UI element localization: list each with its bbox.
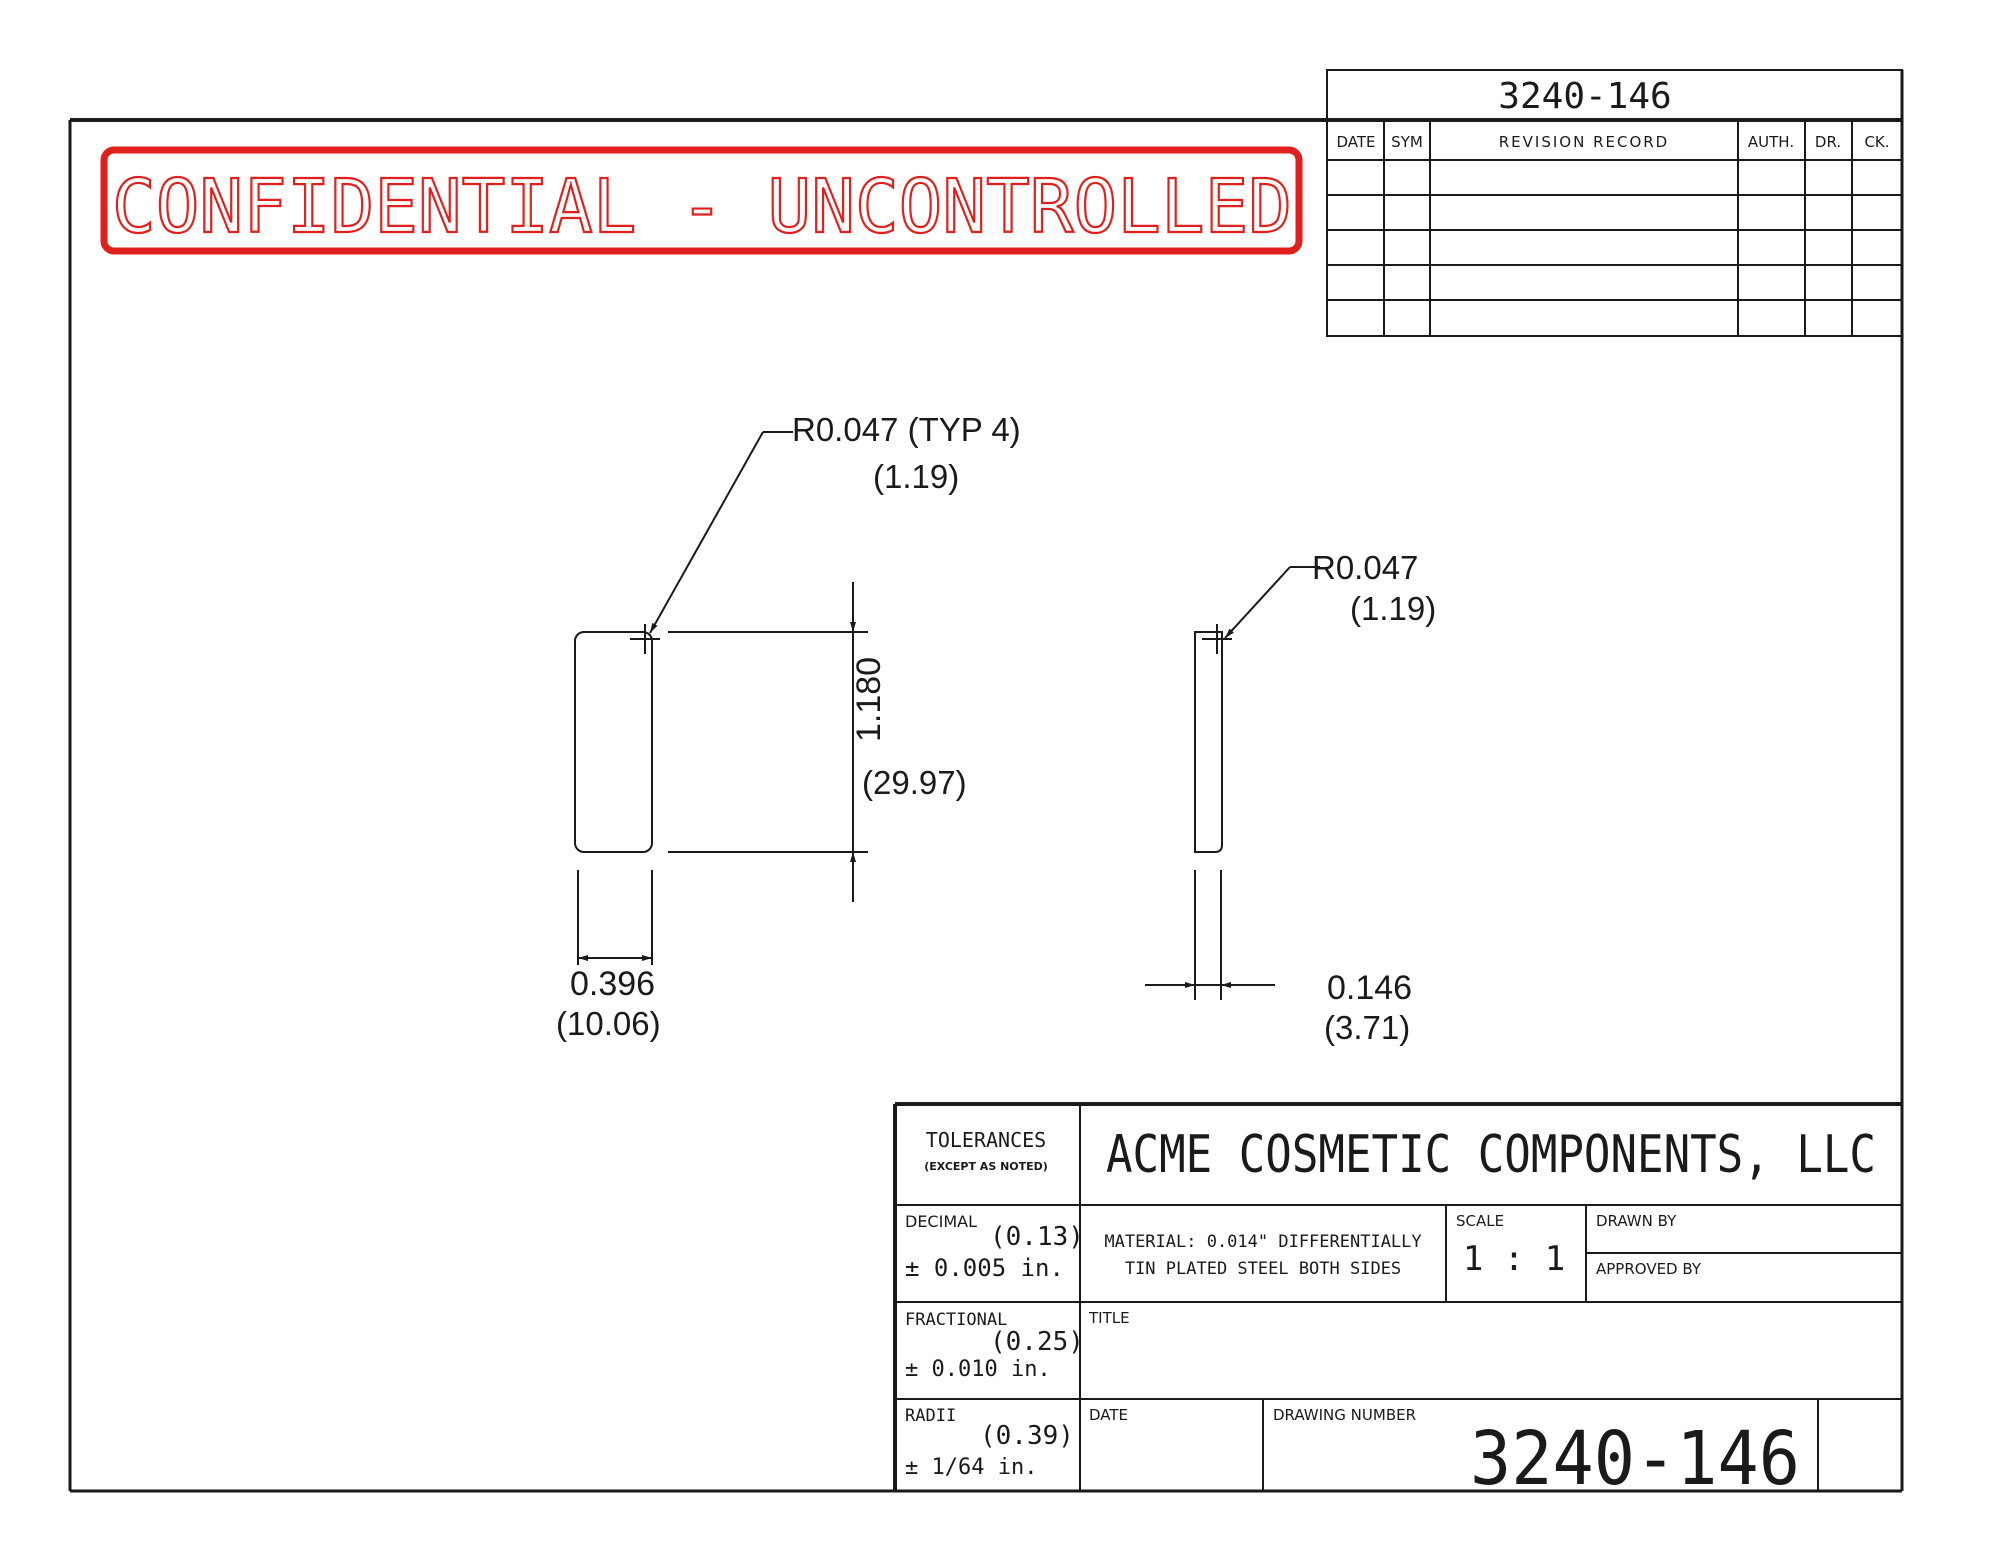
material-line-1: MATERIAL: 0.014" DIFFERENTIALLY <box>1104 1232 1421 1252</box>
rev-col-sym: SYM <box>1391 133 1423 151</box>
decimal-metric: (0.13) <box>990 1222 1084 1252</box>
approved-by-label: APPROVED BY <box>1596 1260 1702 1278</box>
rev-col-revision-record: REVISION RECORD <box>1499 133 1669 151</box>
side-radius-label: R0.047 <box>1312 549 1418 586</box>
side-view-part <box>1145 566 1320 1000</box>
fractional-label: FRACTIONAL <box>905 1310 1007 1330</box>
revision-record-table: DATE SYM REVISION RECORD AUTH. DR. CK. <box>1326 119 1903 337</box>
confidential-stamp: CONFIDENTIAL - UNCONTROLLED <box>100 146 1303 255</box>
rev-col-auth: AUTH. <box>1748 133 1794 151</box>
decimal-value: ± 0.005 in. <box>905 1254 1064 1282</box>
rev-col-date: DATE <box>1336 133 1375 151</box>
front-width-metric: (10.06) <box>556 1005 661 1042</box>
front-height-metric: (29.97) <box>862 764 967 801</box>
drawing-number: 3240-146 <box>1470 1416 1800 1502</box>
side-radius-metric: (1.19) <box>1350 590 1436 627</box>
decimal-label: DECIMAL <box>905 1212 977 1231</box>
company-name: ACME COSMETIC COMPONENTS, LLC <box>1106 1125 1876 1185</box>
side-thickness-label: 0.146 <box>1327 969 1412 1007</box>
scale-value: 1 : 1 <box>1463 1239 1565 1279</box>
tolerances-note: (EXCEPT AS NOTED) <box>924 1160 1048 1173</box>
scale-label: SCALE <box>1456 1212 1504 1230</box>
drawn-by-label: DRAWN BY <box>1596 1212 1677 1230</box>
radii-label: RADII <box>905 1406 956 1426</box>
fractional-metric: (0.25) <box>990 1327 1084 1357</box>
tolerances-label: TOLERANCES <box>926 1128 1046 1152</box>
title-block: TOLERANCES (EXCEPT AS NOTED) ACME COSMET… <box>893 1102 1902 1502</box>
side-thickness-metric: (3.71) <box>1324 1009 1410 1046</box>
front-radius-label: R0.047 (TYP 4) <box>792 411 1021 448</box>
rev-col-dr: DR. <box>1815 133 1841 151</box>
confidential-stamp-text: CONFIDENTIAL - UNCONTROLLED <box>112 164 1292 250</box>
fractional-value: ± 0.010 in. <box>905 1357 1051 1382</box>
title-label: TITLE <box>1088 1309 1130 1327</box>
front-width-label: 0.396 <box>570 965 655 1003</box>
radii-value: ± 1/64 in. <box>905 1455 1037 1480</box>
front-radius-metric: (1.19) <box>873 458 959 495</box>
rev-col-ck: CK. <box>1864 133 1889 151</box>
header-drawing-number: 3240-146 <box>1498 76 1671 117</box>
date-label: DATE <box>1089 1406 1128 1424</box>
front-height-label: 1.180 <box>850 657 888 742</box>
radii-metric: (0.39) <box>980 1421 1074 1451</box>
header-number-box: 3240-146 <box>1326 69 1903 121</box>
front-view-part <box>574 431 868 965</box>
material-line-2: TIN PLATED STEEL BOTH SIDES <box>1125 1259 1401 1279</box>
drawing-number-label: DRAWING NUMBER <box>1273 1406 1416 1424</box>
